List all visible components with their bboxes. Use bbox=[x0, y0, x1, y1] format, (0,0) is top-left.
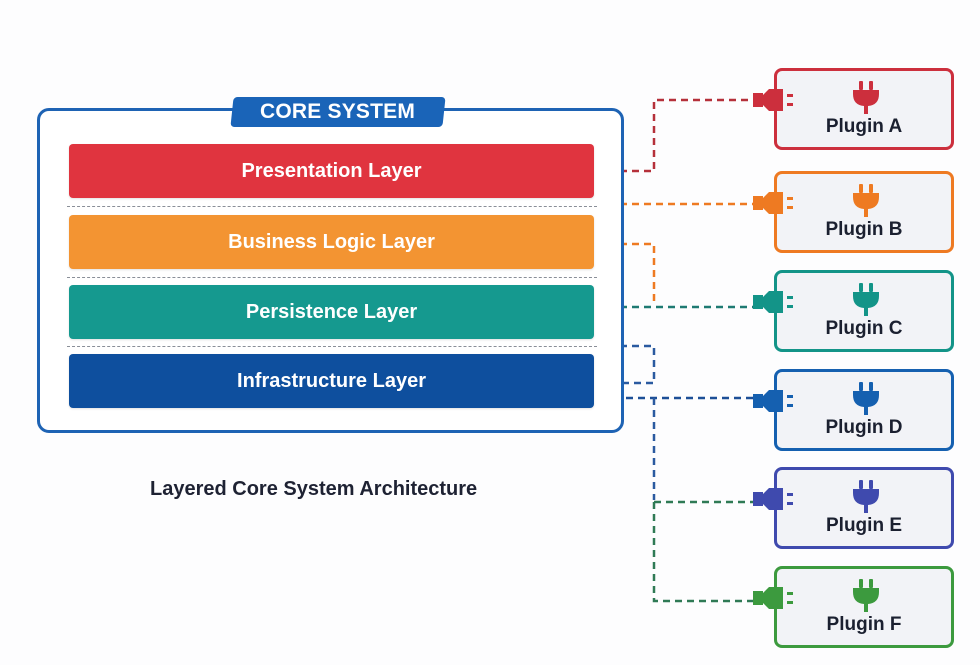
plugin-label: Plugin A bbox=[825, 116, 903, 137]
presentation-layer[interactable]: Presentation Layer bbox=[69, 144, 594, 198]
plug-icon bbox=[853, 81, 879, 114]
plugin-label: Plugin C bbox=[825, 318, 903, 339]
plugin-card-d[interactable]: Plugin D bbox=[774, 369, 954, 451]
plugin-card-c[interactable]: Plugin C bbox=[774, 270, 954, 352]
plugin-card-e[interactable]: Plugin E bbox=[774, 467, 954, 549]
socket-connector-icon bbox=[753, 89, 793, 111]
socket-connector-icon bbox=[753, 587, 793, 609]
socket-connector-icon bbox=[753, 390, 793, 412]
layer-divider bbox=[67, 206, 597, 207]
diagram-caption: Layered Core System Architecture bbox=[150, 478, 478, 500]
plugin-label: Plugin D bbox=[825, 417, 903, 438]
plugin-label: Plugin E bbox=[826, 515, 902, 536]
layer-divider bbox=[67, 346, 597, 347]
plug-icon bbox=[853, 480, 879, 513]
wire-to-plugin-f bbox=[652, 502, 755, 603]
socket-connector-icon bbox=[753, 192, 793, 214]
plugin-card-b[interactable]: Plugin B bbox=[774, 171, 954, 253]
plug-icon bbox=[853, 382, 879, 415]
plug-icon bbox=[853, 283, 879, 316]
layer-divider bbox=[67, 277, 597, 278]
infrastructure-layer[interactable]: Infrastructure Layer bbox=[69, 354, 594, 408]
persistence-layer[interactable]: Persistence Layer bbox=[69, 285, 594, 339]
plug-icon bbox=[853, 579, 879, 612]
socket-connector-icon bbox=[753, 488, 793, 510]
plug-icon bbox=[853, 184, 879, 217]
socket-connector-icon bbox=[753, 291, 793, 313]
plugin-label: Plugin B bbox=[825, 219, 903, 240]
plugin-card-a[interactable]: Plugin A bbox=[774, 68, 954, 150]
plugin-label: Plugin F bbox=[826, 614, 902, 635]
business-logic-layer[interactable]: Business Logic Layer bbox=[69, 215, 594, 269]
plugin-card-f[interactable]: Plugin F bbox=[774, 566, 954, 648]
core-system-title: CORE SYSTEM bbox=[230, 97, 446, 127]
